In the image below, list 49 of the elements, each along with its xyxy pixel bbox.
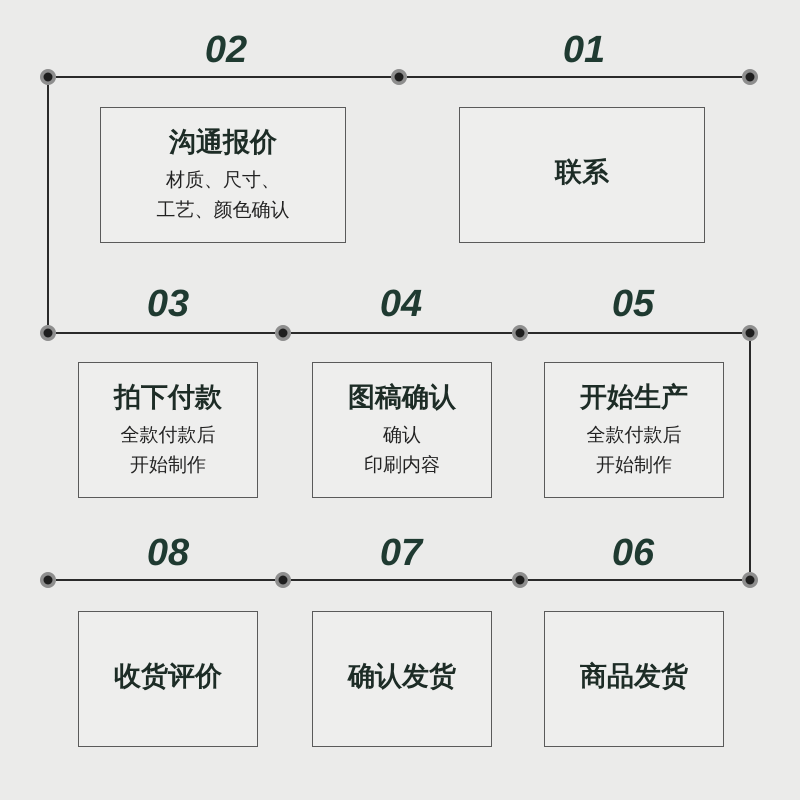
dot-icon [512, 572, 528, 588]
connector-line [56, 332, 275, 334]
dot-icon [40, 325, 56, 341]
connector-line [291, 579, 512, 581]
step-title: 拍下付款 [114, 381, 222, 415]
step-box [78, 611, 258, 747]
dot-icon [40, 572, 56, 588]
step-title: 联系 [555, 156, 609, 190]
step-description: 材质、尺寸、工艺、颜色确认 [156, 168, 290, 223]
dot-icon [40, 69, 56, 85]
connector-line [528, 579, 742, 581]
step-number: 01 [562, 30, 606, 70]
connector-line [528, 332, 742, 334]
step-description: 确认印刷内容 [364, 423, 440, 478]
step-description: 全款付款后开始制作 [586, 423, 682, 478]
step-box [544, 362, 724, 498]
step-title: 收货评价 [114, 660, 222, 694]
step-number: 03 [146, 284, 190, 324]
step-title: 沟通报价 [169, 126, 277, 160]
step-title: 商品发货 [580, 660, 688, 694]
step-number: 08 [146, 533, 190, 573]
step-description: 全款付款后开始制作 [120, 423, 216, 478]
step-title: 图稿确认 [348, 381, 456, 415]
connector-line [56, 76, 391, 78]
step-number: 07 [380, 533, 422, 573]
step-number: 05 [612, 284, 654, 324]
step-number: 02 [204, 30, 248, 70]
connector-line [749, 341, 751, 572]
step-box [100, 107, 346, 243]
dot-icon [275, 572, 291, 588]
step-number: 06 [612, 533, 654, 573]
step-title: 开始生产 [580, 381, 688, 415]
dot-icon [742, 69, 758, 85]
dot-icon [512, 325, 528, 341]
connector-line [407, 76, 742, 78]
step-box [312, 611, 492, 747]
step-box [459, 107, 705, 243]
connector-line [47, 85, 49, 325]
dot-icon [742, 325, 758, 341]
step-box [312, 362, 492, 498]
step-box [544, 611, 724, 747]
dot-icon [742, 572, 758, 588]
dot-icon [391, 69, 407, 85]
connector-line [56, 579, 275, 581]
step-box [78, 362, 258, 498]
step-number: 04 [380, 284, 422, 324]
step-title: 确认发货 [348, 660, 456, 694]
dot-icon [275, 325, 291, 341]
connector-line [291, 332, 512, 334]
